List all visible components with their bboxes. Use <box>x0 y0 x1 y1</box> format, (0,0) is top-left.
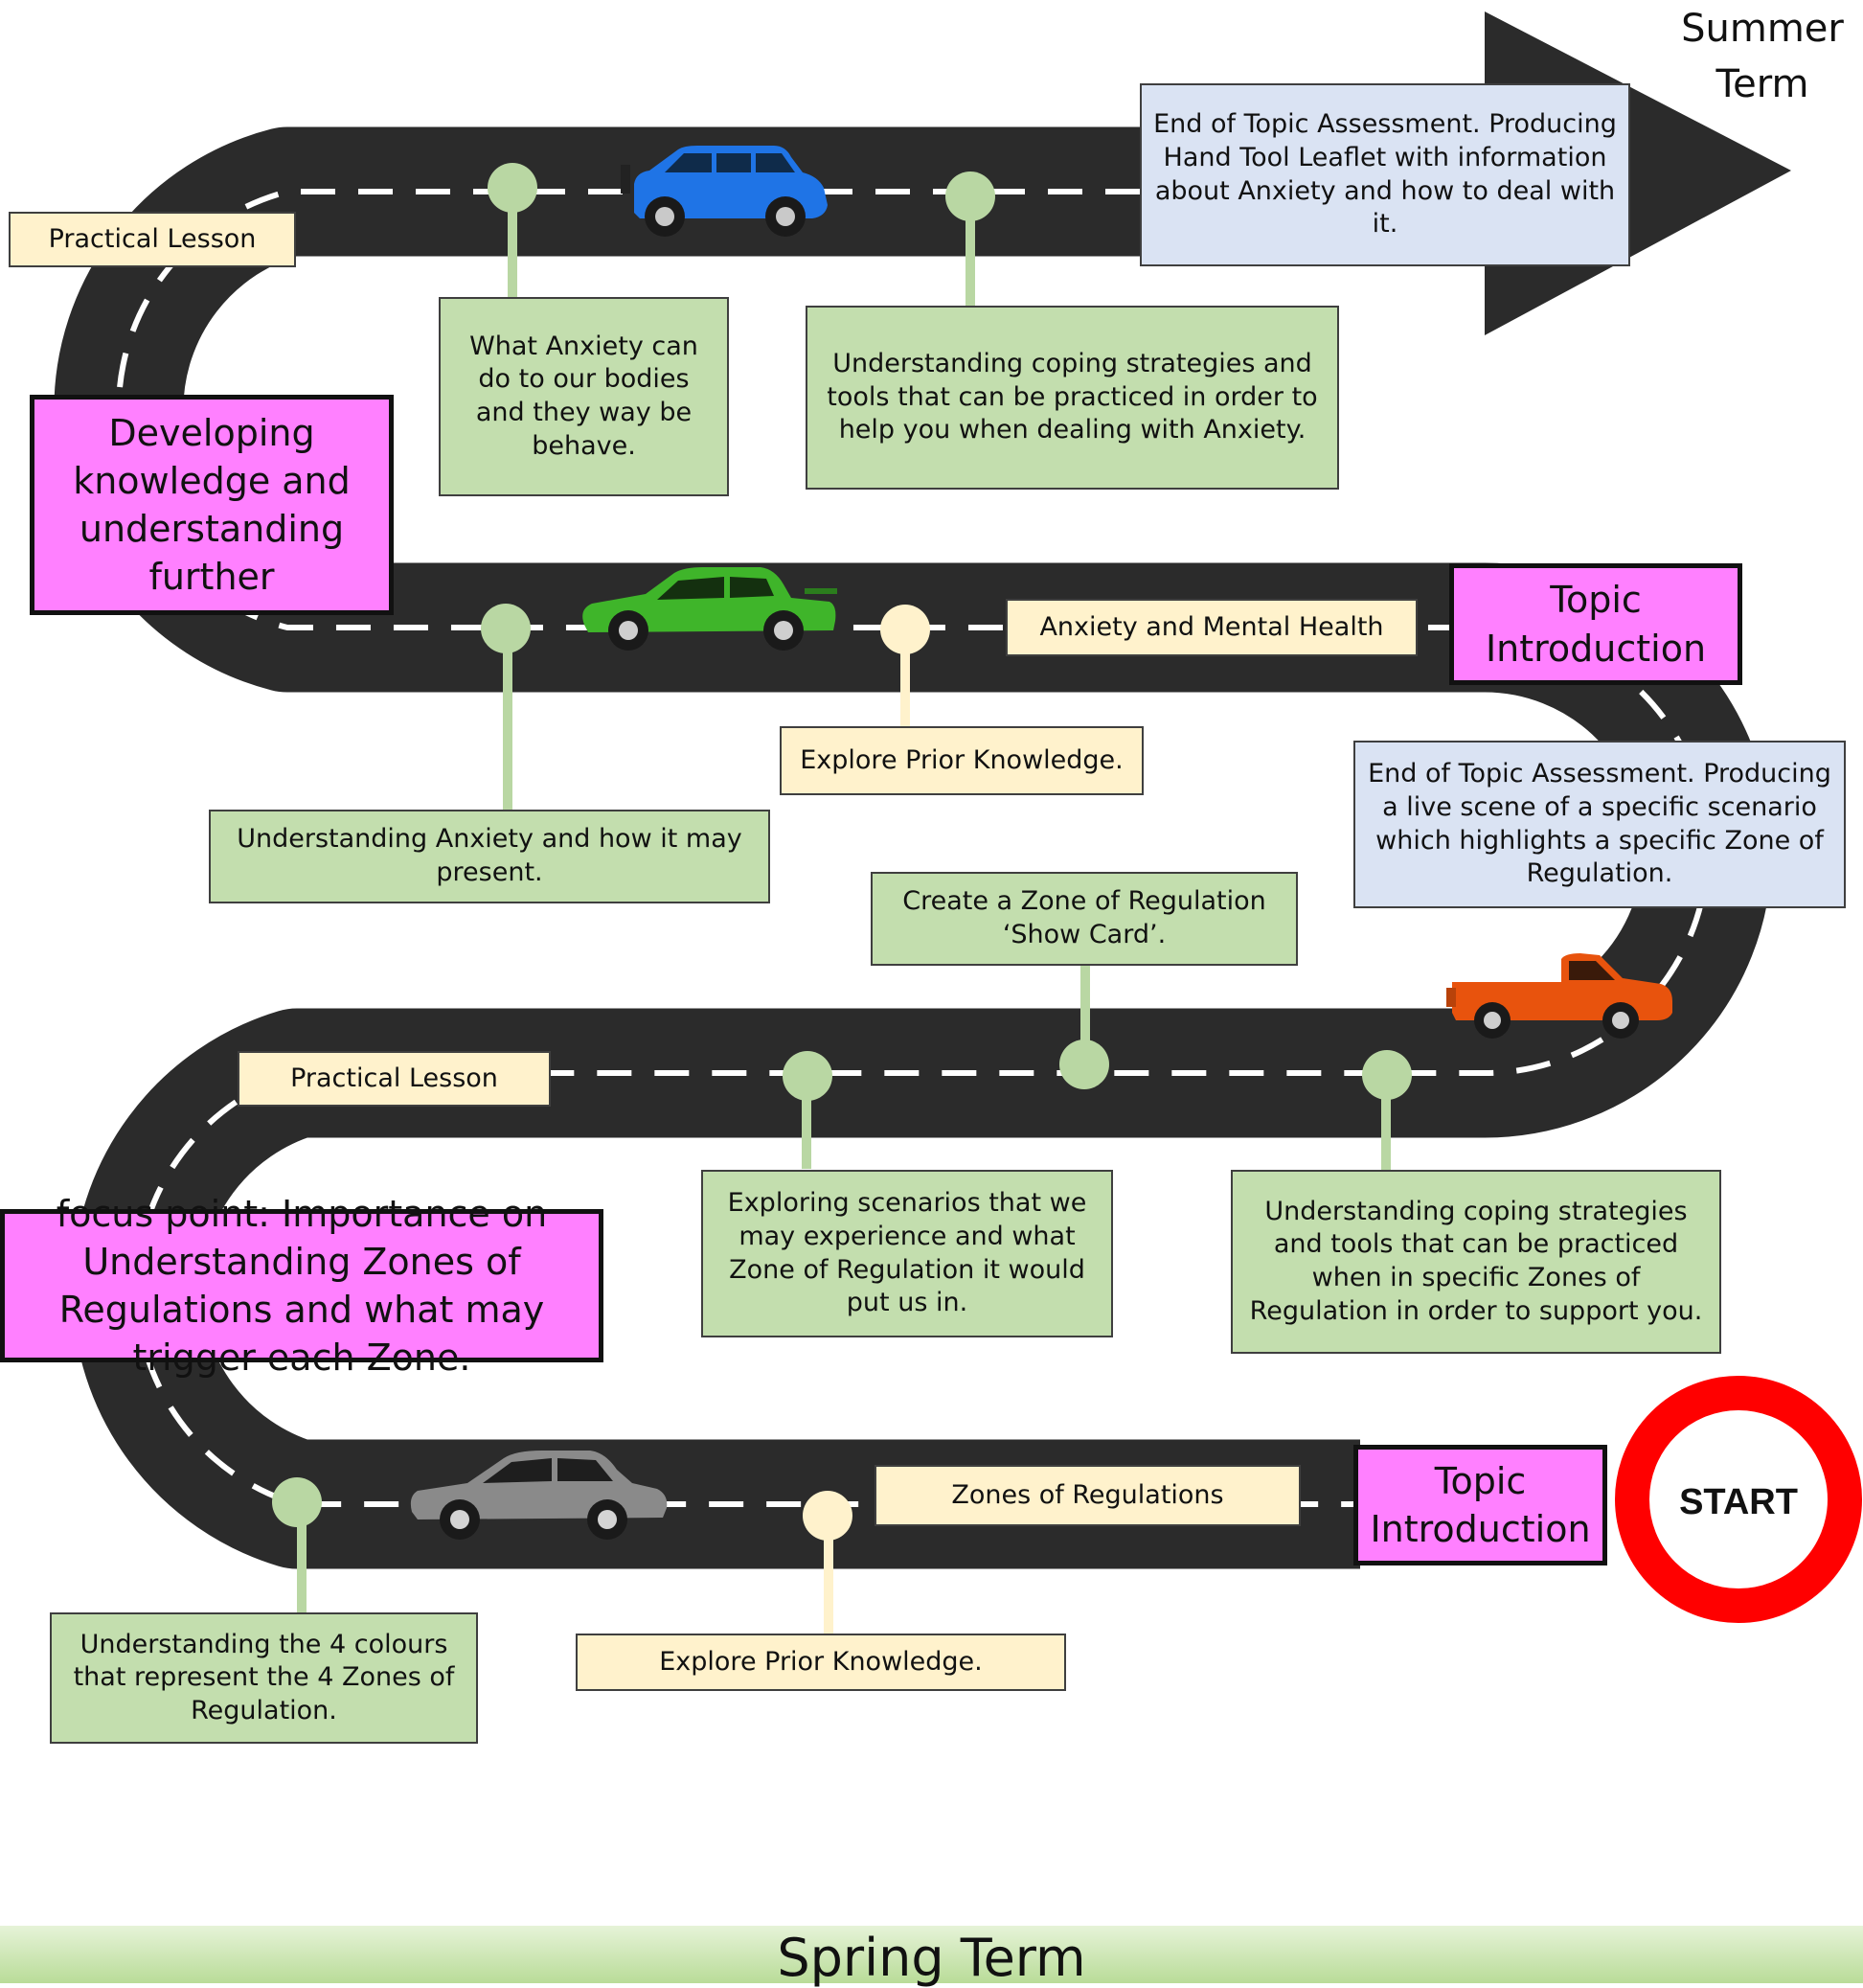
anxiety-topic-box: Anxiety and Mental Health <box>1006 599 1418 656</box>
milestone-dot <box>880 605 930 654</box>
green-sports-car-icon <box>582 567 837 651</box>
summer-term-label: Summer Term <box>1681 7 1844 106</box>
assessment-live-scene-box: End of Topic Assessment. Producing a liv… <box>1353 741 1846 908</box>
anxiety-body-box: What Anxiety can do to our bodies and th… <box>439 297 729 496</box>
developing-heading: Developing knowledge and understanding f… <box>30 395 394 615</box>
exploring-scenarios-box: Exploring scenarios that we may experien… <box>701 1170 1113 1337</box>
prior-knowledge-lower-box: Explore Prior Knowledge. <box>576 1634 1066 1691</box>
practical-lesson-top-box: Practical Lesson <box>9 212 296 267</box>
show-card-box: Create a Zone of Regulation ‘Show Card’. <box>871 872 1298 966</box>
zones-topic-box: Zones of Regulations <box>875 1465 1301 1526</box>
milestone-dot <box>803 1491 852 1541</box>
milestone-dot <box>488 163 537 213</box>
prior-knowledge-upper-box: Explore Prior Knowledge. <box>780 726 1144 795</box>
start-label: START <box>1679 1482 1798 1522</box>
topic-intro-lower-heading: Topic Introduction <box>1353 1445 1607 1565</box>
practical-lesson-mid-box: Practical Lesson <box>238 1051 551 1107</box>
spring-term-label: Spring Term <box>777 1928 1086 1988</box>
spring-term-banner: Spring Term <box>0 1926 1863 1988</box>
understanding-anxiety-box: Understanding Anxiety and how it may pre… <box>209 810 770 903</box>
milestone-dot <box>1362 1050 1412 1100</box>
coping-zones-box: Understanding coping strategies and tool… <box>1231 1170 1721 1354</box>
orange-pickup-icon <box>1446 953 1672 1039</box>
milestone-dot <box>481 604 531 653</box>
start-ring-icon <box>1615 1376 1862 1623</box>
connector-stems <box>297 192 1391 1634</box>
assessment-leaflet-box: End of Topic Assessment. Producing Hand … <box>1140 83 1630 266</box>
milestone-dot <box>272 1477 322 1527</box>
milestone-dot <box>945 171 995 221</box>
focus-point-heading: focus point: Importance on Understanding… <box>0 1193 603 1379</box>
four-colours-box: Understanding the 4 colours that represe… <box>50 1612 478 1744</box>
milestone-dot <box>783 1051 832 1101</box>
milestone-dot <box>1059 1040 1109 1089</box>
topic-intro-upper-heading: Topic Introduction <box>1449 563 1742 685</box>
milestone-dots <box>272 163 1412 1541</box>
grey-sedan-icon <box>410 1451 668 1540</box>
blue-suv-icon <box>621 146 828 237</box>
coping-anxiety-box: Understanding coping strategies and tool… <box>806 306 1339 490</box>
